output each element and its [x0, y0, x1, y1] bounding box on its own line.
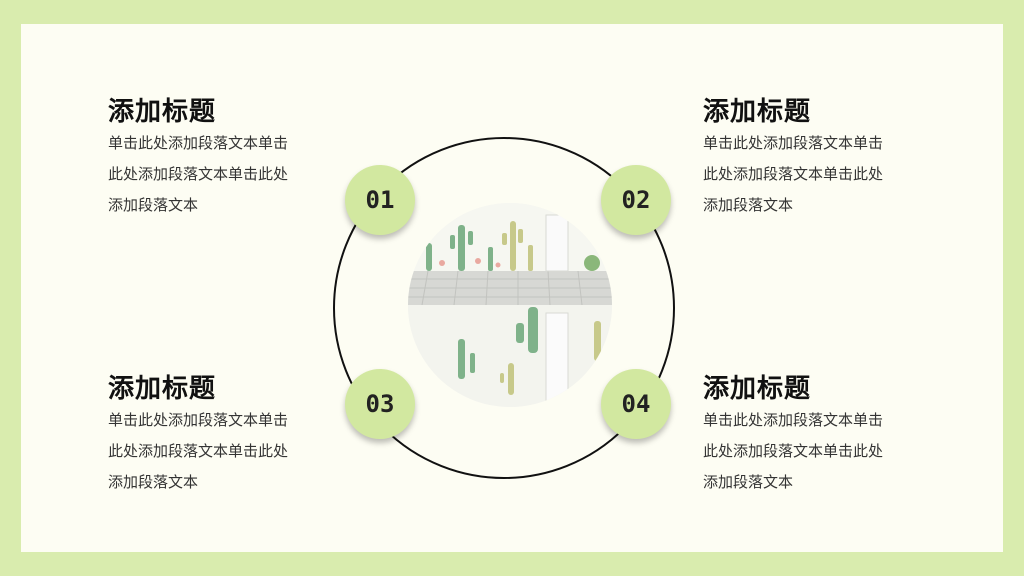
block-title: 添加标题	[108, 97, 217, 127]
body-line: 此处添加段落文本单击此处	[108, 442, 289, 460]
cactus-room-illustration	[408, 203, 612, 407]
text-block-1: 添加标题 单击此处添加段落文本单击 此处添加段落文本单击此处 添加段落文本	[108, 96, 338, 221]
block-title: 添加标题	[108, 374, 217, 404]
outline-circle	[333, 137, 675, 479]
block-body: 单击此处添加段落文本单击 此处添加段落文本单击此处 添加段落文本	[108, 405, 338, 498]
body-line: 单击此处添加段落文本单击	[108, 411, 289, 429]
body-line: 添加段落文本	[703, 196, 794, 214]
number-badge-04: 04	[601, 369, 671, 439]
body-line: 添加段落文本	[108, 473, 199, 491]
block-title: 添加标题	[703, 374, 812, 404]
number-badge-01: 01	[345, 165, 415, 235]
number-badge-02: 02	[601, 165, 671, 235]
body-line: 添加段落文本	[108, 196, 199, 214]
body-line: 此处添加段落文本单击此处	[703, 442, 884, 460]
text-block-2: 添加标题 单击此处添加段落文本单击 此处添加段落文本单击此处 添加段落文本	[703, 96, 933, 221]
text-block-4: 添加标题 单击此处添加段落文本单击 此处添加段落文本单击此处 添加段落文本	[703, 373, 933, 498]
body-line: 单击此处添加段落文本单击	[703, 411, 884, 429]
block-title: 添加标题	[703, 97, 812, 127]
text-block-3: 添加标题 单击此处添加段落文本单击 此处添加段落文本单击此处 添加段落文本	[108, 373, 338, 498]
cactus-room-image	[408, 203, 612, 407]
body-line: 单击此处添加段落文本单击	[108, 134, 289, 152]
body-line: 添加段落文本	[703, 473, 794, 491]
block-body: 单击此处添加段落文本单击 此处添加段落文本单击此处 添加段落文本	[703, 405, 933, 498]
body-line: 此处添加段落文本单击此处	[108, 165, 289, 183]
block-body: 单击此处添加段落文本单击 此处添加段落文本单击此处 添加段落文本	[703, 128, 933, 221]
body-line: 此处添加段落文本单击此处	[703, 165, 884, 183]
body-line: 单击此处添加段落文本单击	[703, 134, 884, 152]
block-body: 单击此处添加段落文本单击 此处添加段落文本单击此处 添加段落文本	[108, 128, 338, 221]
number-badge-03: 03	[345, 369, 415, 439]
